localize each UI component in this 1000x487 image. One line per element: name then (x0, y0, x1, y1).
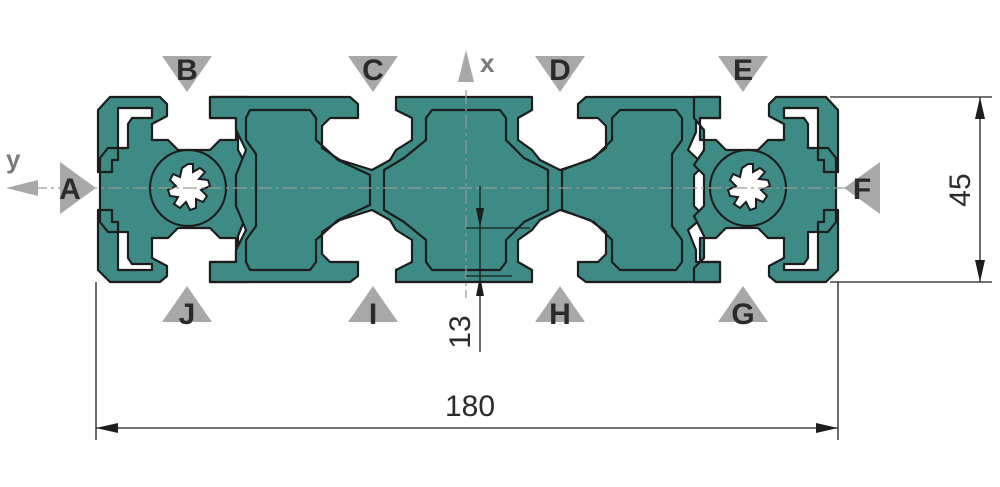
slot-label-F: F (853, 173, 871, 206)
slot-label-G: G (731, 298, 754, 331)
marker-E (718, 56, 768, 92)
slot-labels: B C D E J I H G A F (59, 54, 871, 331)
width-value: 180 (445, 390, 495, 423)
marker-H (535, 286, 585, 322)
slot-label-H: H (549, 298, 571, 331)
y-axis-arrow (6, 180, 38, 196)
slot-label-I: I (369, 298, 377, 331)
offset-value: 13 (444, 315, 477, 348)
slot-markers (60, 56, 880, 322)
width-arrow-left (96, 423, 118, 433)
marker-F (844, 162, 880, 214)
marker-D (535, 56, 585, 92)
marker-G (718, 286, 768, 322)
profile-right-bore (726, 163, 772, 212)
height-arrow-bottom (975, 260, 985, 282)
slot-label-B: B (176, 54, 198, 87)
y-axis-label: y (6, 144, 21, 174)
y-axis-indicator: y (6, 144, 38, 196)
profile-left-bore (166, 163, 212, 212)
slot-label-A: A (59, 173, 81, 206)
marker-B (162, 56, 212, 92)
x-axis-arrow (458, 50, 474, 82)
marker-I (348, 286, 398, 322)
slot-label-D: D (549, 54, 571, 87)
aluminium-profile (96, 95, 840, 284)
offset-arrow-bottom (476, 276, 484, 296)
marker-A (60, 162, 96, 214)
height-dimension: 45 (830, 96, 992, 283)
width-arrow-right (816, 423, 838, 433)
marker-C (348, 56, 398, 92)
profile-top-web (208, 95, 722, 284)
slot-label-C: C (362, 54, 384, 87)
offset-arrow-top (476, 208, 484, 228)
marker-J (162, 286, 212, 322)
x-axis-label: x (480, 48, 495, 78)
width-dimension: 180 (95, 282, 839, 440)
offset-dimension: 13 (444, 186, 530, 352)
height-arrow-top (975, 97, 985, 119)
slot-label-E: E (733, 54, 753, 87)
height-value: 45 (944, 173, 977, 206)
x-axis-indicator: x (458, 48, 495, 82)
slot-label-J: J (179, 298, 196, 331)
